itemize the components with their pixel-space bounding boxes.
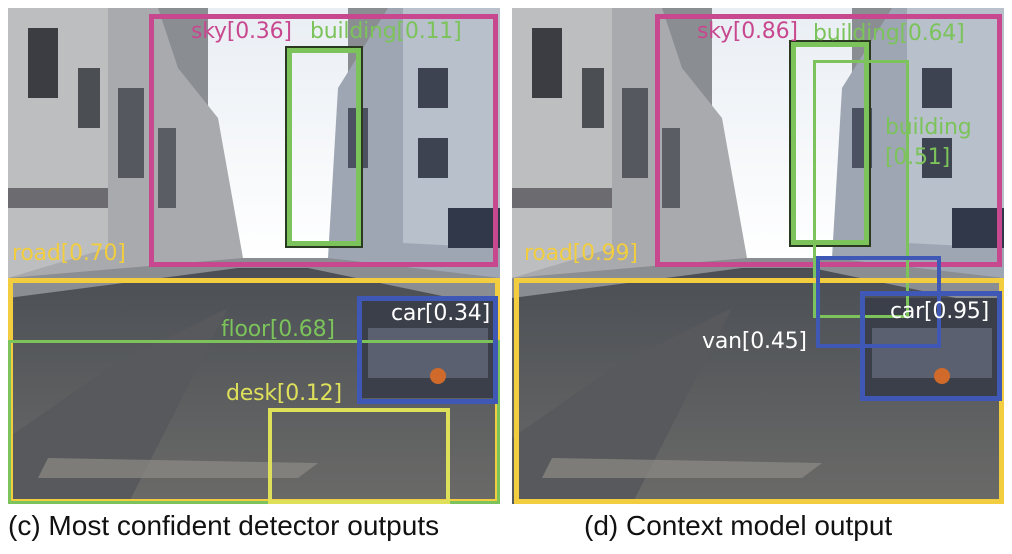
sky-box: [655, 14, 1002, 267]
building-box: [287, 48, 361, 246]
road-label: road[0.99]: [524, 241, 638, 266]
building-top-label: building[0.64]: [813, 21, 965, 46]
sky-box: [149, 14, 498, 267]
car-box: [357, 296, 498, 404]
car-label: car[0.95]: [890, 299, 989, 324]
van-box: [816, 256, 941, 348]
floor-label: floor[0.68]: [221, 317, 335, 342]
building-mid-label-line1: building: [885, 115, 972, 140]
car-label: car[0.34]: [391, 301, 490, 326]
right-panel: sky[0.86] building[0.64] building [0.51]…: [512, 8, 1004, 504]
road-label: road[0.70]: [12, 241, 126, 266]
building-mid-label-line2: [0.51]: [885, 145, 950, 170]
caption-right: (d) Context model output: [584, 510, 893, 541]
building-box-top: [791, 42, 869, 245]
car-box: [860, 291, 1002, 401]
caption-left: (c) Most confident detector outputs: [8, 510, 440, 541]
building-label: building[0.11]: [310, 19, 462, 44]
van-label: van[0.45]: [702, 329, 807, 354]
left-panel: sky[0.36] building[0.11] road[0.70] floo…: [8, 8, 500, 504]
sky-label: sky[0.86]: [697, 19, 798, 44]
desk-box: [268, 408, 450, 504]
desk-label: desk[0.12]: [226, 381, 342, 406]
floor-box: [8, 340, 500, 504]
sky-label: sky[0.36]: [191, 19, 292, 44]
